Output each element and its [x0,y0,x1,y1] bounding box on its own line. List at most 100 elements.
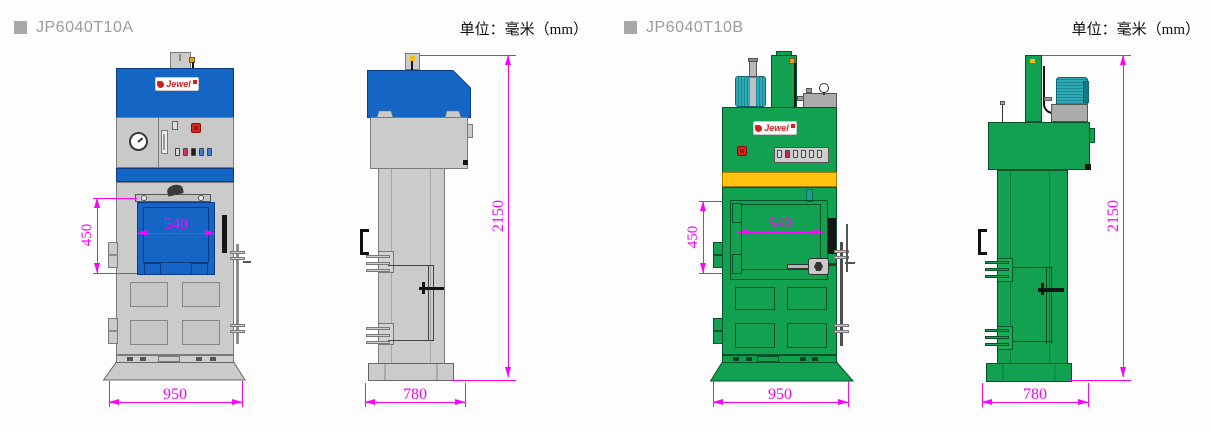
latch-bar-4-b [834,330,849,333]
oil-level-bar-a [163,134,165,150]
ext-line-450-bottom-a [93,273,137,274]
panel-divider-a [158,117,159,168]
ext-line-2150-top-a [420,55,516,56]
ext-line-950-right-b [848,381,849,407]
hinge-bar-6-b-side [985,343,1009,346]
upper-body-a-side [370,117,468,169]
hydraulic-hose-a [192,62,194,69]
dim-depth-b: 780 [1023,386,1047,403]
hinge-bar-1-a-side [366,255,390,258]
ext-line-450-top-b [699,201,730,202]
latch-tick-b [845,262,855,264]
pump-fitting-3-b [1044,97,1052,101]
arrowhead [700,263,706,273]
recess-panel-3-b [735,323,775,348]
breather-cap-b [1000,101,1005,105]
model-title-a: JP6040T10A [36,19,134,36]
arrowhead [838,399,848,405]
recess-panel-4-b [787,323,827,348]
lock-lever-grip-a-side [422,282,425,294]
dim-height-a: 2150 [490,200,507,232]
latch-bar-3-b [834,324,849,327]
hinge-upper-pin-b [713,254,723,256]
dim-line-540-a [137,233,215,234]
arrowhead [1078,399,1088,405]
arrowhead [505,367,511,377]
strip-button-6-b [817,150,822,158]
latch-rail-a [236,244,239,344]
hinge-bar-1-b-side [985,261,1009,264]
latch-pin-a [243,261,251,263]
latch-bar-2-a [230,257,245,260]
latch-bar-2-b [834,256,849,259]
dim-line-780-a [365,402,465,403]
ext-line-780-left-a [365,383,366,407]
logo-mark [192,80,197,84]
arrowhead [455,399,465,405]
panel-button-5-a [207,148,212,156]
hose-a-side [411,61,413,70]
arrowhead [205,230,215,236]
strip-button-2-b [785,150,790,158]
hinge-bar-4-b-side [985,329,1009,332]
dim-door-height-b: 450 [685,225,701,249]
pump-block-b-side [1051,104,1088,122]
strip-mark-1-b [733,357,739,361]
latch-pin-b [846,224,848,272]
strip-mark-1-a [127,357,133,361]
door-bracket-upper-b [732,203,742,223]
key-switch-a [172,121,178,130]
ext-line-450-bottom-b [699,273,730,274]
hinge-bar-2-b-side [985,268,1009,271]
hinge-lower-pin-b [713,330,723,332]
base-skid-a-side [368,363,454,381]
linkage-rod-bottom-a [388,340,433,341]
pressure-gauge-a [129,132,148,151]
panel-button-1-a [175,148,180,156]
side-tab-a [467,124,473,138]
linkage-rod-v2-b [1051,267,1052,344]
side-tick-a [463,160,468,165]
panel-button-3-a [191,148,196,156]
arrowhead [505,55,511,65]
ext-line-780-left-b [982,383,983,407]
top-housing-a-front [116,68,234,118]
ext-line-950-left-b [713,381,714,407]
hinge-bar-5-b-side [985,336,1009,339]
dim-line-540-b [738,232,823,233]
dim-line-780-b [982,402,1088,403]
arrowhead [365,399,375,405]
cylinder-port-dot-b-side [1030,59,1035,63]
arrowhead [232,399,242,405]
dim-line-950-b [713,402,849,403]
rail-bolt-right-a [198,195,204,201]
linkage-rod-top-b [1013,267,1053,268]
logo-text: Jewel [166,78,191,89]
strip-mark-2-a [140,357,146,361]
strip-mark-2-b [746,357,752,361]
top-housing-a-side [367,70,471,118]
base-skid-b-side [986,363,1072,382]
strip-mark-4-a [210,357,216,361]
strip-mark-3-b [800,357,806,361]
pump-fitting-2-b [806,88,812,93]
brand-logo-a: Jewel [155,77,199,91]
strip-mark-3-a [196,357,202,361]
arrowhead [1120,55,1126,65]
logo-icon [157,80,165,88]
hinge-bar-5-a-side [366,334,390,337]
breather-rod-b [1002,104,1003,122]
door-handle-b-side [978,229,987,255]
linkage-rod-bottom-b [1013,341,1053,342]
motor-shaft-inner-b [750,78,756,106]
strip-button-4-b [801,150,806,158]
hinge-bar-3-a-side [366,269,390,272]
latch-bar-1-a [230,251,245,254]
recess-panel-1-b [735,287,775,310]
yellow-band-b [722,172,837,187]
ext-line-2150-top-b [1042,55,1131,56]
handle-hex-nut-b [814,262,823,271]
dim-depth-a: 780 [403,386,427,403]
dim-door-width-a: 540 [164,216,188,233]
pump-gauge-stem-b [823,92,825,95]
